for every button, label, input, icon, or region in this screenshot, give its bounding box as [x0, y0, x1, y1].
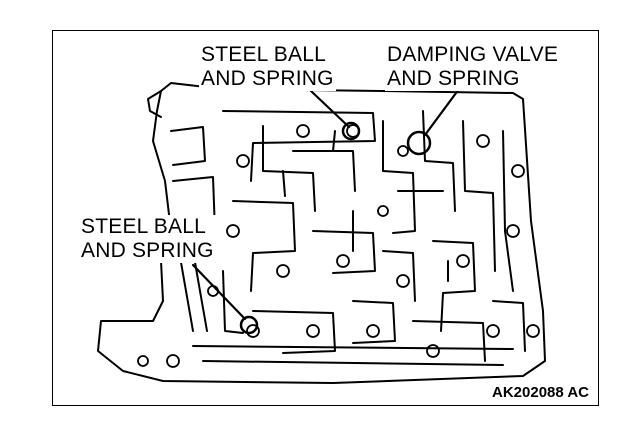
callout-steel-ball-top: STEEL BALL AND SPRING — [199, 43, 336, 91]
fluid-passages — [192, 110, 526, 366]
callout-line: AND SPRING — [201, 67, 334, 90]
diagram-frame: STEEL BALL AND SPRING DAMPING VALVE AND … — [52, 30, 599, 406]
damping-valve — [406, 130, 432, 156]
callout-line: STEEL BALL — [201, 43, 326, 66]
callout-line: DAMPING VALVE — [387, 43, 559, 66]
valve-body-illustration — [97, 82, 546, 384]
callout-steel-ball-left: STEEL BALL AND SPRING — [79, 215, 216, 263]
steel-ball-left — [239, 315, 259, 335]
callout-line: STEEL BALL — [81, 215, 206, 238]
valve-body-outline — [97, 82, 546, 384]
leader-lines — [191, 87, 461, 321]
steel-ball-top — [341, 121, 361, 141]
callout-damping-valve: DAMPING VALVE AND SPRING — [385, 43, 561, 91]
callout-line: AND SPRING — [387, 67, 520, 90]
figure-code: AK202088 AC — [489, 384, 592, 401]
callout-line: AND SPRING — [81, 239, 214, 262]
